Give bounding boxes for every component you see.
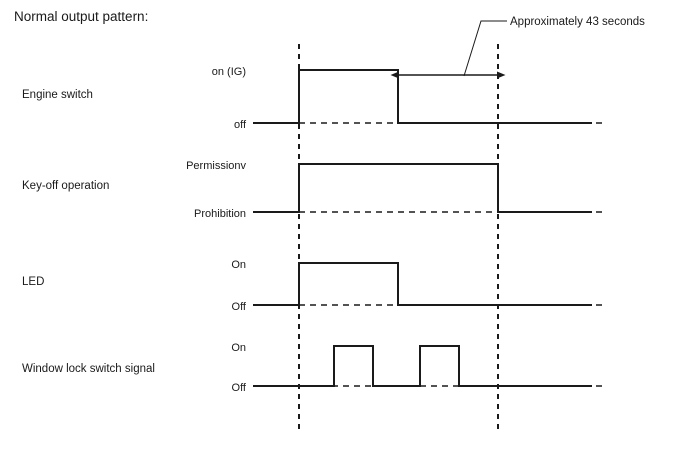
annotation-leader-line xyxy=(463,20,507,77)
level-label-engine-switch-low: off xyxy=(234,119,247,131)
annotation-label: Approximately 43 seconds xyxy=(510,16,645,28)
level-label-window-lock-high: On xyxy=(231,342,246,354)
waveform-key-off-operation xyxy=(253,163,592,213)
level-label-key-off-high: Permissionv xyxy=(186,160,246,172)
level-label-led-low: Off xyxy=(232,301,247,313)
page-title: Normal output pattern: xyxy=(14,9,148,24)
level-label-engine-switch-high: on (IG) xyxy=(212,66,246,78)
waveform-window-lock-switch-signal xyxy=(253,345,592,387)
row-label-window-lock-switch-signal: Window lock switch signal xyxy=(22,363,155,375)
row-label-led: LED xyxy=(22,276,44,288)
level-label-led-high: On xyxy=(231,259,246,271)
row-label-engine-switch: Engine switch xyxy=(22,89,93,101)
level-label-key-off-low: Prohibition xyxy=(194,208,246,220)
waveform-led xyxy=(253,262,592,306)
row-label-key-off-operation: Key-off operation xyxy=(22,180,109,192)
level-label-window-lock-low: Off xyxy=(232,382,247,394)
waveform-engine-switch xyxy=(253,69,592,124)
